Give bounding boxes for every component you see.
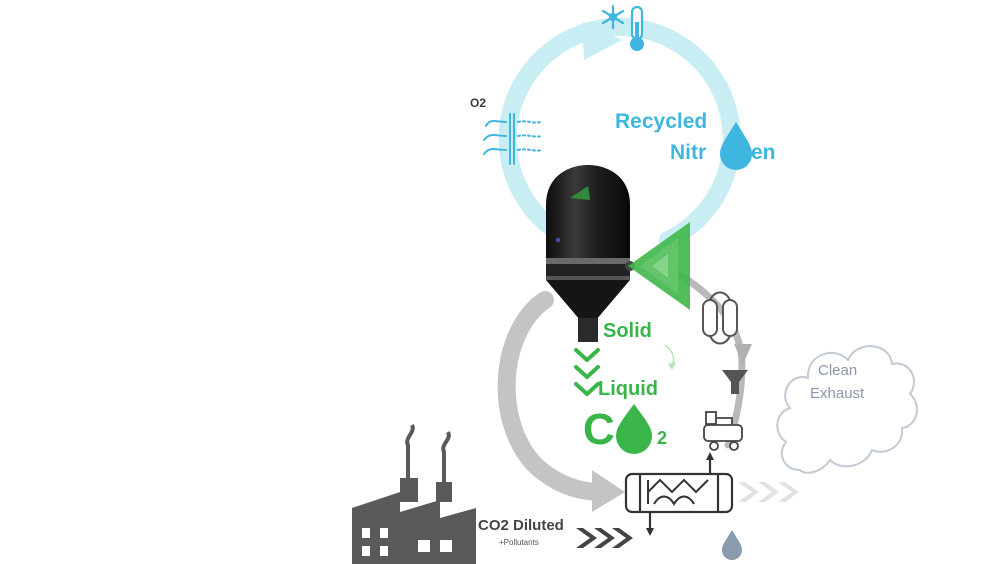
- co2-c-label: C: [583, 405, 615, 454]
- solid-label: Solid: [603, 320, 652, 342]
- co2-loop-arrow-icon: [592, 470, 625, 512]
- recycled-label: Recycled: [615, 110, 708, 133]
- co2-inlet-chevrons: [628, 222, 690, 310]
- thermometer-icon: [630, 5, 644, 51]
- heat-exchanger-icon: [624, 460, 734, 528]
- funnel-filter-icon: [722, 370, 748, 394]
- cryogenic-tank-icon: [546, 165, 635, 342]
- clean-label: Clean: [818, 362, 858, 379]
- water-drop-icon: [722, 530, 742, 560]
- snowflake-icon: [601, 4, 625, 30]
- co2-diluted-label: CO2 Diluted: [478, 517, 564, 534]
- exhaust-chevrons: [738, 482, 799, 502]
- air-vent-icon: [483, 113, 543, 165]
- compressor-icon: [703, 411, 743, 451]
- cloud-icon: [776, 345, 918, 474]
- flue-gas-chevrons: [576, 528, 633, 548]
- co2-subscript-label: 2: [657, 428, 668, 448]
- nitrogen-label-part2: gen: [738, 141, 776, 164]
- factory-icon: [352, 424, 476, 564]
- co2-loop: [497, 271, 752, 512]
- curved-arrow-icon: [664, 344, 675, 367]
- dryer-icon: [702, 291, 738, 345]
- exhaust-label: Exhaust: [810, 385, 865, 402]
- nitrogen-loop-arrow-icon: [582, 22, 622, 60]
- oxygen-label: O2: [470, 96, 487, 110]
- nitrogen-label-part1: Nitr: [670, 141, 707, 164]
- co2-down-chevrons: [574, 348, 600, 396]
- co2-drop-icon: [616, 404, 652, 454]
- pollutants-label: +Pollutants: [499, 538, 539, 547]
- co2-return-arrow-icon: [734, 344, 752, 364]
- liquid-label: Liquid: [598, 378, 658, 400]
- water-drop-icon: [720, 122, 752, 170]
- nitrogen-label: Nitr gen: [670, 141, 776, 165]
